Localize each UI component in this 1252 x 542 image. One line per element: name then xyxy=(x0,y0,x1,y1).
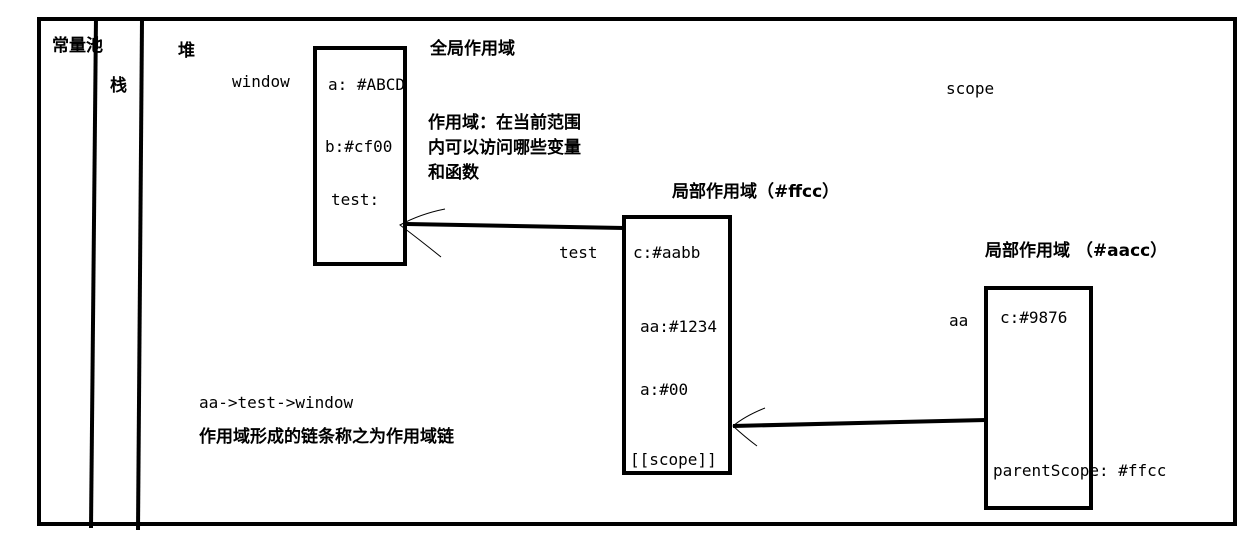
arrow-head-ffcc xyxy=(732,407,766,447)
outer-frame xyxy=(37,17,1237,526)
scope-note-line-1: 作用域：在当前范围 xyxy=(428,112,581,133)
arrow-aacc-to-ffcc xyxy=(732,418,987,428)
window-pointer-label: window xyxy=(232,72,290,91)
test-pointer-label: test xyxy=(559,243,598,262)
global-entry-test: test: xyxy=(331,190,379,209)
stack-label: 栈 xyxy=(110,75,127,96)
local-scope-ffcc-title: 局部作用域（#ffcc） xyxy=(672,181,839,202)
global-scope-title: 全局作用域 xyxy=(429,38,515,59)
scope-word: scope xyxy=(946,79,994,98)
ffcc-entry-a: a:#00 xyxy=(640,380,688,399)
local-scope-ffcc-box xyxy=(622,215,732,475)
constant-pool-label: 常量池 xyxy=(52,35,103,56)
ffcc-entry-c: c:#aabb xyxy=(633,243,700,262)
arrow-head-global xyxy=(399,208,446,258)
ffcc-entry-aa: aa:#1234 xyxy=(640,317,717,336)
local-scope-aacc-box xyxy=(984,286,1093,510)
arrow-ffcc-to-global xyxy=(406,222,625,230)
ffcc-entry-scope: [[scope]] xyxy=(630,450,717,469)
stack-divider xyxy=(136,19,144,531)
local-scope-aacc-title: 局部作用域 （#aacc） xyxy=(985,240,1167,261)
aacc-entry-parent-scope: parentScope: #ffcc xyxy=(993,461,1166,480)
scope-note-line-2: 内可以访问哪些变量 xyxy=(428,137,581,158)
constant-pool-divider xyxy=(89,16,98,529)
aa-pointer-label: aa xyxy=(949,311,968,330)
global-entry-a: a: #ABCD xyxy=(328,75,405,94)
heap-label: 堆 xyxy=(178,40,195,61)
global-scope-box xyxy=(313,46,407,266)
scope-note-line-3: 和函数 xyxy=(428,162,480,183)
scope-chain-description: 作用域形成的链条称之为作用域链 xyxy=(199,426,455,447)
scope-chain-path: aa->test->window xyxy=(199,393,353,412)
aacc-entry-c: c:#9876 xyxy=(1000,308,1067,327)
global-entry-b: b:#cf00 xyxy=(325,137,392,156)
